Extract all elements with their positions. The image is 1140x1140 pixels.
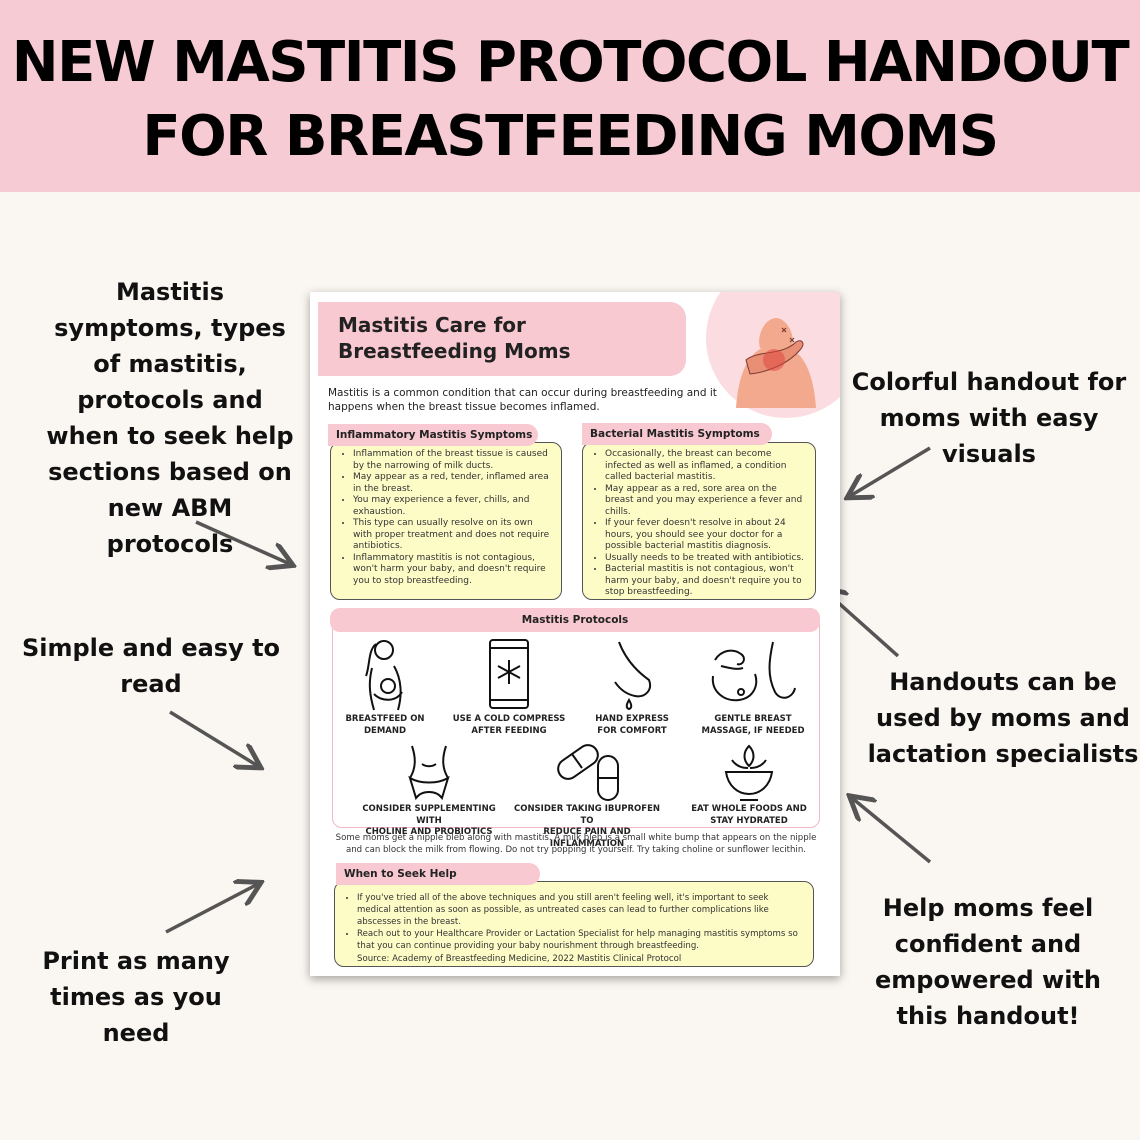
arrow-left-middle <box>169 710 258 766</box>
breast-massage-icon <box>711 641 796 702</box>
list-item: Reach out to your Healthcare Provider or… <box>357 928 805 952</box>
list-item: May appear as a red, tender, inflamed ar… <box>353 472 553 495</box>
protocol-caption: HAND EXPRESS FOR COMFORT <box>595 714 669 736</box>
list-item: If your fever doesn't resolve in about 2… <box>605 518 807 553</box>
handout-intro: Mastitis is a common condition that can … <box>328 387 717 413</box>
callout-left-top: Mastitis symptoms, types of mastitis, pr… <box>46 278 294 558</box>
protocol-item: EAT WHOLE FOODS AND STAY HYDRATED <box>674 742 824 827</box>
handout-page: Mastitis Care for Breastfeeding Moms Mas… <box>310 292 840 976</box>
protocol-item: USE A COLD COMPRESS AFTER FEEDING <box>434 636 584 737</box>
handout-title-line-2: Breastfeeding Moms <box>338 339 571 363</box>
protocols-header: Mastitis Protocols <box>330 608 820 632</box>
list-item: If you've tried all of the above techniq… <box>357 892 805 928</box>
title-banner: NEW MASTITIS PROTOCOL HANDOUT FOR BREAST… <box>0 0 1140 192</box>
hand-express-icon <box>614 641 651 711</box>
list-item: You may experience a fever, chills, and … <box>353 495 553 518</box>
list-item: Inflammatory mastitis is not contagious,… <box>353 553 553 588</box>
food-bowl-icon <box>724 744 774 801</box>
callout-right-top: Colorful handout for moms with easy visu… <box>851 368 1127 468</box>
callout-right-bottom: Help moms feel confident and empowered w… <box>874 894 1101 1030</box>
arrow-left-bottom <box>165 884 258 934</box>
handout-title-box: Mastitis Care for Breastfeeding Moms <box>318 302 686 376</box>
list-item: May appear as a red, sore area on the br… <box>605 484 807 519</box>
list-item: Inflammation of the breast tissue is cau… <box>353 449 553 472</box>
list-item: Occasionally, the breast can become infe… <box>605 449 807 484</box>
milk-bleb-note: Some moms get a nipple bleb along with m… <box>335 833 817 855</box>
handout-title: Mastitis Care for Breastfeeding Moms <box>338 312 678 364</box>
list-item: Bacterial mastitis is not contagious, wo… <box>605 564 807 599</box>
pills-icon <box>557 744 619 801</box>
protocol-caption: GENTLE BREAST MASSAGE, IF NEEDED <box>701 714 805 736</box>
arrow-right-bottom <box>852 798 932 864</box>
callout-left-bottom: Print as many times as you need <box>42 947 230 1047</box>
inflammatory-symptoms-box: Inflammation of the breast tissue is cau… <box>330 442 562 600</box>
seek-help-label: When to Seek Help <box>336 863 540 885</box>
woman-breast-pain-icon <box>736 318 816 408</box>
bacterial-symptoms-box: Occasionally, the breast can become infe… <box>582 442 816 600</box>
gut-icon <box>408 745 450 801</box>
protocol-item: CONSIDER SUPPLEMENTING WITH CHOLINE AND … <box>354 742 504 839</box>
protocol-caption: CONSIDER SUPPLEMENTING WITH CHOLINE AND … <box>362 804 496 837</box>
cold-compress-icon <box>489 639 529 709</box>
protocol-item: CONSIDER TAKING IBUPROFEN TO REDUCE PAIN… <box>512 742 662 850</box>
protocol-item: HAND EXPRESS FOR COMFORT <box>557 636 707 737</box>
callout-left-middle: Simple and easy to read <box>21 634 281 698</box>
banner-title-line-2: FOR BREASTFEEDING MOMS <box>142 104 999 169</box>
banner-title-line-1: NEW MASTITIS PROTOCOL HANDOUT <box>11 30 1130 95</box>
protocol-caption: EAT WHOLE FOODS AND STAY HYDRATED <box>691 804 807 826</box>
protocol-item: GENTLE BREAST MASSAGE, IF NEEDED <box>678 636 828 737</box>
callout-right-middle: Handouts can be used by moms and lactati… <box>867 668 1139 768</box>
protocol-item: BREASTFEED ON DEMAND <box>310 636 460 737</box>
source-citation: Source: Academy of Breastfeeding Medicin… <box>357 954 682 964</box>
list-item: This type can usually resolve on its own… <box>353 518 553 553</box>
protocol-caption: CONSIDER TAKING IBUPROFEN TO REDUCE PAIN… <box>513 804 660 849</box>
protocol-caption: USE A COLD COMPRESS AFTER FEEDING <box>452 714 566 736</box>
breastfeeding-mother-icon <box>365 640 403 711</box>
seek-help-box: If you've tried all of the above techniq… <box>334 881 814 967</box>
inflammatory-symptoms-label: Inflammatory Mastitis Symptoms <box>328 424 538 446</box>
handout-title-line-1: Mastitis Care for <box>338 313 526 337</box>
bacterial-symptoms-label: Bacterial Mastitis Symptoms <box>582 423 772 445</box>
protocol-caption: BREASTFEED ON DEMAND <box>345 714 425 736</box>
list-item: Usually needs to be treated with antibio… <box>605 553 807 565</box>
